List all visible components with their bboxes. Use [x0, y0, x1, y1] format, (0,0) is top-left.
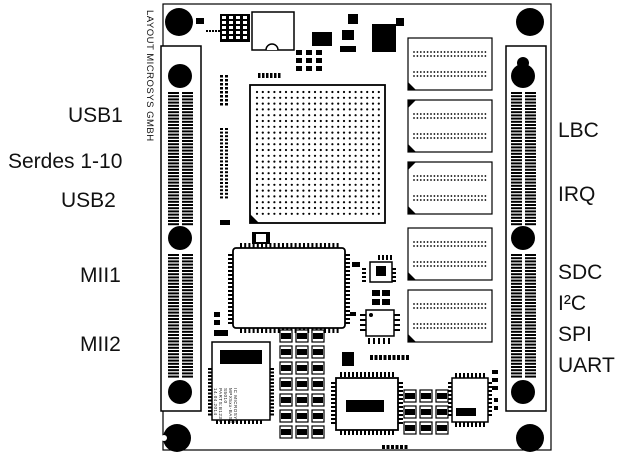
top-components: [196, 11, 404, 78]
left-connector: [160, 45, 202, 412]
label-lbc: LBC: [558, 119, 599, 142]
bottom-left-chip: [208, 330, 274, 424]
qfp-chip: [214, 232, 360, 333]
passive-column: [220, 75, 230, 225]
mounting-holes: [161, 8, 544, 452]
label-serdes: Serdes 1-10: [8, 150, 123, 173]
small-ics: [360, 255, 400, 344]
label-usb2: USB2: [61, 189, 116, 212]
label-usb1: USB1: [68, 104, 123, 127]
label-mii1: MII1: [80, 264, 121, 287]
bottom-right-chip: [448, 370, 498, 427]
mounting-hole-bottom-right: [516, 424, 544, 452]
label-mii2: MII2: [80, 333, 121, 356]
right-connector: [505, 45, 547, 412]
label-sdc: SDC: [558, 261, 603, 284]
label-spi: SPI: [558, 323, 592, 346]
mounting-hole-bottom-left: [163, 424, 191, 452]
capacitor-array: [279, 329, 449, 439]
memory-chips: [407, 37, 493, 343]
label-i2c: I²C: [558, 292, 586, 315]
label-irq: IRQ: [558, 183, 596, 206]
mounting-hole-top-left: [165, 8, 193, 36]
processor-bga: [249, 84, 386, 224]
board-fine-print: IC MICROSYS MPX5xx-BASE S5010 PARTS:B123…: [213, 388, 238, 424]
bottom-center-chip: [331, 352, 409, 449]
mounting-hole-top-right: [516, 8, 544, 36]
board-maker-text: LAYOUT MICROSYS GMBH: [144, 10, 155, 142]
label-uart: UART: [558, 354, 615, 377]
